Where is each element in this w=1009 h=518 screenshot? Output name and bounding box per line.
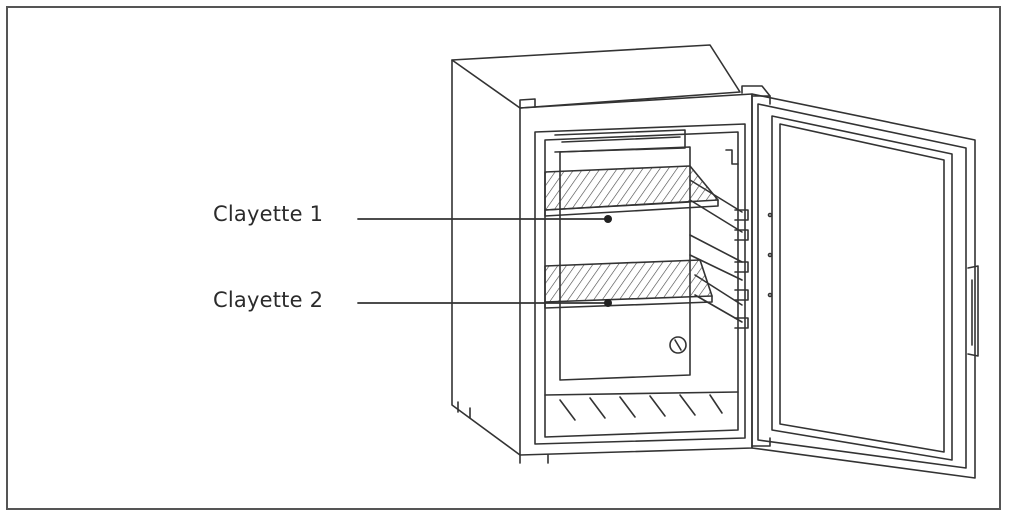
callout-dot-2 <box>604 299 612 307</box>
shelf-1 <box>544 165 719 217</box>
inner-cavity <box>534 123 749 445</box>
open-door <box>751 93 979 479</box>
callout-dot-1 <box>604 215 612 223</box>
cabinet-body <box>451 44 771 464</box>
shelf-2-label: Clayette 2 <box>213 288 324 312</box>
figure-frame <box>6 6 1001 510</box>
shelf-2 <box>544 259 713 309</box>
shelf-1-label: Clayette 1 <box>213 202 324 226</box>
callout-lines <box>357 218 609 304</box>
